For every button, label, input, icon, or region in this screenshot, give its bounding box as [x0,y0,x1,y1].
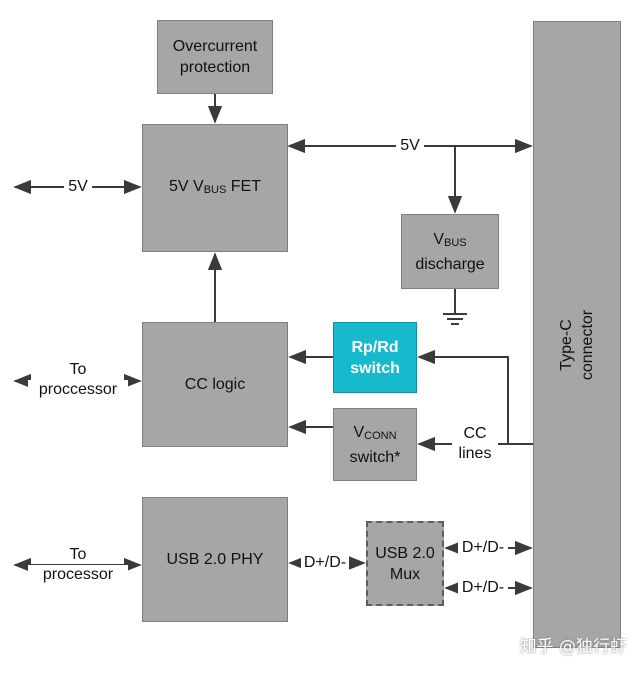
overcurrent-line2: protection [179,59,251,76]
vconn-line2: switch* [349,448,401,466]
label-cc-lines: CC lines [452,424,498,464]
vbus-discharge-line1: VBUS [433,230,467,249]
typec-connector-block [533,21,621,648]
label-dpdm-upper: D+/D- [458,538,508,558]
usb-phy-block: USB 2.0 PHY [142,497,288,622]
vbus-fet-block: 5V VBUS FET [142,124,288,252]
overcurrent-line1: Overcurrent [172,38,258,55]
usb-processor-line2: processor [28,565,128,585]
typec-line2: connector [579,309,596,381]
label-dpdm-lower: D+/D- [458,578,508,598]
cc-logic-label: CC logic [184,376,246,393]
rprd-line2: switch [350,359,400,377]
label-dpdm-phy: D+/D- [301,553,349,573]
cc-lines-line1: CC [463,425,487,442]
label-5v-left: 5V [64,177,92,197]
vconn-line1: VCONN [353,423,397,442]
cc-processor-line2: proccessor [28,380,128,400]
usb-phy-label: USB 2.0 PHY [166,551,264,568]
label-5v-bus: 5V [396,136,424,156]
overcurrent-protection-block: Overcurrent protection [157,20,273,94]
usb-mux-line1: USB 2.0 [375,544,435,562]
cc-logic-block: CC logic [142,322,288,447]
vbus-discharge-block: VBUS discharge [401,214,499,289]
usb-mux-line2: Mux [389,565,421,583]
vbus-fet-label: 5V VBUS FET [169,177,261,196]
rprd-switch-block: Rp/Rd switch [333,322,417,393]
vconn-switch-block: VCONN switch* [333,408,417,481]
watermark: 知乎 @独行虾 [519,637,627,657]
cc-line-to-rprd [417,349,533,445]
typec-line1: Type-C [558,319,575,371]
rprd-line1: Rp/Rd [351,338,399,356]
label-usb-processor: To processor [28,545,128,585]
label-cc-processor: To proccessor [28,360,128,400]
cc-processor-line1: To [69,361,87,378]
typec-connector-label: Type-C connector [556,245,598,445]
vbus-discharge-line2: discharge [415,255,485,273]
ground-icon [443,313,467,325]
cc-lines-line2: lines [458,445,492,462]
usb-mux-block: USB 2.0 Mux [366,521,444,606]
usb-processor-line1: To [69,546,87,563]
